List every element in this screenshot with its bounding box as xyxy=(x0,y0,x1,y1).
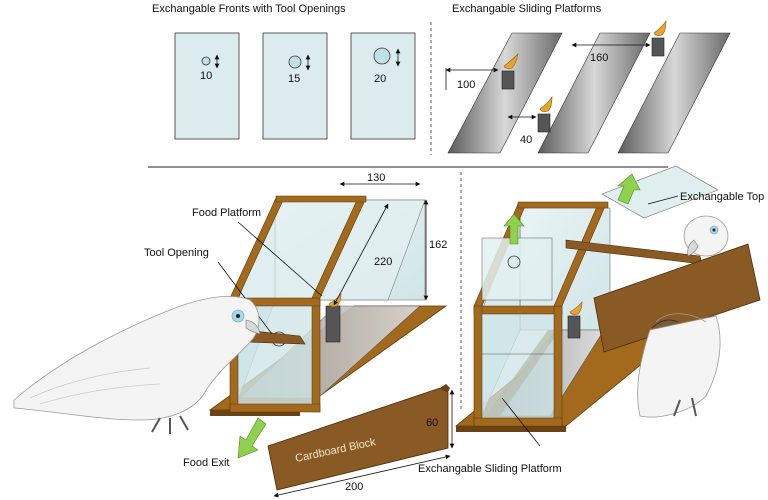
apparatus-left: 130 162 220 Food Platform Tool Opening F… xyxy=(13,172,455,498)
dim-label-block-height: 60 xyxy=(426,417,438,429)
pointer-food-platform xyxy=(237,221,323,297)
dim-label-40: 40 xyxy=(520,134,532,146)
platforms-panel: Exchangable Sliding Platforms 100 40 160 xyxy=(445,3,731,154)
exchangable-front-lifted xyxy=(481,237,553,301)
apparatus-right: Exchangable Top Exchangable Sliding Plat… xyxy=(418,165,764,475)
food-exit-arrow xyxy=(237,417,267,459)
front-label-20: 20 xyxy=(374,73,386,85)
sliding-platform xyxy=(537,32,651,154)
food-reward xyxy=(653,20,667,36)
front-label-15: 15 xyxy=(288,73,300,85)
tool-opening-hole xyxy=(288,55,302,69)
front-panel-20: 20 xyxy=(350,32,416,140)
cockatoo-illustration xyxy=(13,295,261,434)
tool-opening-hole xyxy=(373,47,391,65)
label-exchangable-top: Exchangable Top xyxy=(680,191,764,203)
food-holder xyxy=(501,53,519,90)
dim-label-height: 162 xyxy=(429,239,447,251)
tool-opening-hole xyxy=(201,56,211,66)
dim-label-length: 220 xyxy=(374,256,392,268)
sliding-platform xyxy=(447,32,563,154)
label-sliding-platform: Exchangable Sliding Platform xyxy=(418,463,562,475)
food-holder xyxy=(651,20,667,57)
front-panel-10: 10 xyxy=(174,32,240,140)
label-food-platform: Food Platform xyxy=(192,207,261,219)
exchangable-top-lifted xyxy=(601,165,719,219)
platforms-title: Exchangable Sliding Platforms xyxy=(452,3,602,15)
glass-front xyxy=(481,313,555,419)
pointer-sliding-platform xyxy=(501,397,541,447)
label-food-exit: Food Exit xyxy=(183,457,229,469)
dim-label-block-length: 200 xyxy=(345,481,363,493)
dim-label-100: 100 xyxy=(457,79,475,91)
dim-arrow-block-length xyxy=(273,454,451,498)
dim-arrow-length xyxy=(333,203,389,306)
food-platform xyxy=(325,305,341,343)
front-panel-15: 15 xyxy=(262,32,328,140)
label-tool-opening: Tool Opening xyxy=(144,247,209,259)
food-reward xyxy=(569,301,583,315)
fronts-panel: Exchangable Fronts with Tool Openings 10… xyxy=(152,3,416,140)
fronts-title: Exchangable Fronts with Tool Openings xyxy=(152,3,346,15)
lift-arrow xyxy=(503,213,525,245)
sliding-platform xyxy=(617,32,731,154)
food-reward xyxy=(503,53,519,69)
front-label-10: 10 xyxy=(200,70,212,82)
food-reward xyxy=(539,96,553,112)
dim-label-160: 160 xyxy=(590,52,608,64)
pointer-exchangable-top xyxy=(647,195,679,205)
cockatoo-illustration xyxy=(637,215,729,418)
food-holder xyxy=(537,96,553,133)
dim-label-width: 130 xyxy=(367,172,385,184)
cardboard-piece xyxy=(593,243,761,353)
slide-arrow xyxy=(617,173,641,205)
